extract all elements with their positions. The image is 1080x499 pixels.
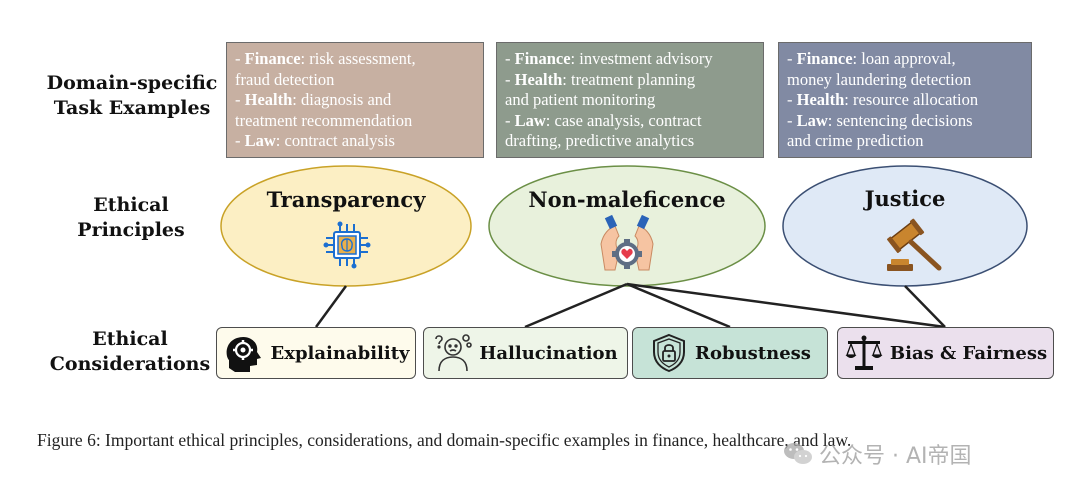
task-line: fraud detection [235,69,335,89]
principle-title-transparency: Transparency [266,187,426,212]
task-line: - Finance: investment advisory [505,49,713,68]
consideration-explainability: Explainability [216,327,416,379]
connector-justice-bias [904,285,946,328]
gavel-icon [887,218,942,271]
task-line: money laundering detection [787,69,972,89]
row-label-line: Task Examples [53,97,211,119]
task-line: - Finance: loan approval, [787,49,956,68]
watermark: 公众号 · AI帝国 [783,438,972,470]
task-line: - Law: case analysis, contract [505,110,702,130]
brain-gear-head-icon [226,336,261,372]
consideration-hallucination: Hallucination [423,327,628,379]
row-label-line: Considerations [49,353,211,375]
connector-nonmal-bias [626,282,946,329]
ellipse-non-maleficence [488,165,766,287]
connector-transparency-explainability [314,285,348,328]
task-line: - Finance: risk assessment, [235,49,416,68]
principle-title-non-maleficence: Non-maleficence [528,187,726,212]
consideration-bias-fairness: Bias & Fairness [837,327,1054,379]
consideration-label: Hallucination [479,342,618,364]
task-line: - Law: sentencing decisions [787,110,973,130]
consideration-label: Robustness [695,342,811,364]
row-label-line: Ethical [93,194,169,216]
task-line: - Health: diagnosis and [235,90,392,109]
consideration-robustness: Robustness [632,327,828,379]
task-line: and crime prediction [787,131,924,150]
row-label-principles: Ethical Principles [56,193,206,243]
task-line: - Health: treatment planning [505,69,696,89]
row-label-line: Domain-specific [46,72,218,94]
row-label-task-examples: Domain-specific Task Examples [42,71,222,121]
task-line: - Health: resource allocation [787,90,979,109]
consideration-label: Explainability [270,342,410,364]
task-line: drafting, predictive analytics [505,131,695,150]
connector-nonmal-robustness [626,282,731,329]
balance-scale-icon [845,335,883,370]
wechat-icon [784,443,812,464]
confused-person-icon [435,334,473,372]
connector-nonmal-hallucination [524,282,628,329]
task-line: - Law: contract analysis [235,131,395,150]
task-line: treatment recommendation [235,110,413,130]
task-box-justice: - Finance: loan approval, money launderi… [778,42,1032,158]
row-label-considerations: Ethical Considerations [40,327,220,377]
principle-title-justice: Justice [864,186,946,211]
task-line: and patient monitoring [505,90,656,109]
consideration-label: Bias & Fairness [889,342,1048,364]
shield-lock-icon [653,333,686,373]
ai-chip-icon [323,221,371,269]
task-box-transparency: - Finance: risk assessment, fraud detect… [226,42,484,158]
caring-hands-gear-icon [600,214,654,271]
task-box-non-maleficence: - Finance: investment advisory - Health:… [496,42,764,158]
figure-caption: Figure 6: Important ethical principles, … [37,430,852,450]
row-label-line: Ethical [92,328,168,350]
row-label-line: Principles [77,219,185,241]
watermark-text: 公众号 · AI帝国 [819,444,972,469]
